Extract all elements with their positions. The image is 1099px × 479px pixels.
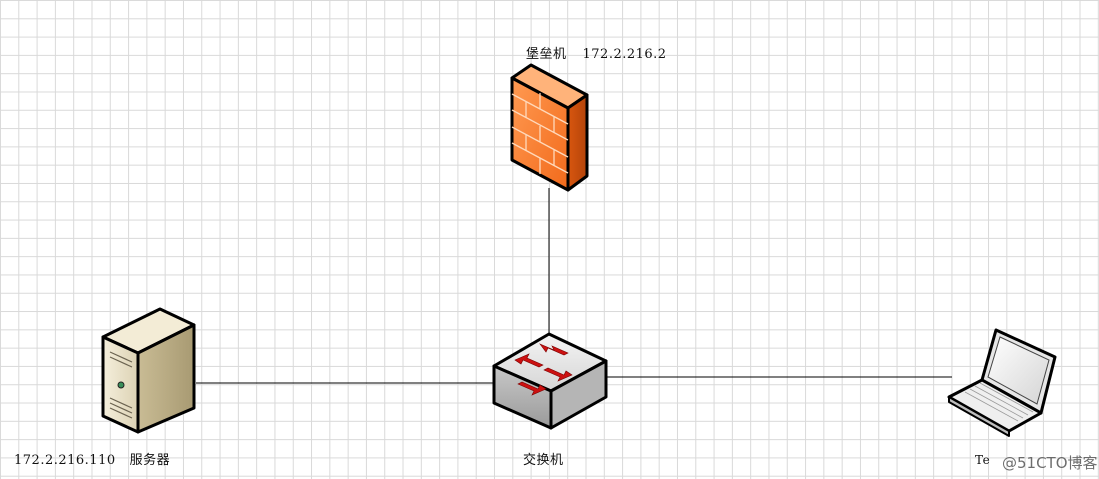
switch-label: 交换机 bbox=[523, 449, 564, 468]
firewall-label: 堡垒机 172.2.216.2 bbox=[526, 43, 667, 62]
watermark: @51CTO博客 bbox=[1002, 454, 1098, 472]
firewall-ip: 172.2.216.2 bbox=[582, 47, 667, 62]
server-icon[interactable] bbox=[101, 307, 196, 434]
server-ip: 172.2.216.110 bbox=[14, 453, 116, 468]
server-label: 172.2.216.110 服务器 bbox=[14, 449, 170, 468]
laptop-label: Te bbox=[975, 453, 990, 467]
laptop-name: Te bbox=[975, 453, 991, 467]
server-name: 服务器 bbox=[129, 453, 171, 468]
laptop-icon[interactable] bbox=[947, 328, 1057, 437]
connections bbox=[196, 188, 952, 384]
switch-name: 交换机 bbox=[523, 453, 564, 468]
switch-icon[interactable] bbox=[492, 332, 608, 430]
firewall-icon[interactable] bbox=[510, 63, 589, 192]
firewall-name: 堡垒机 bbox=[526, 47, 567, 62]
